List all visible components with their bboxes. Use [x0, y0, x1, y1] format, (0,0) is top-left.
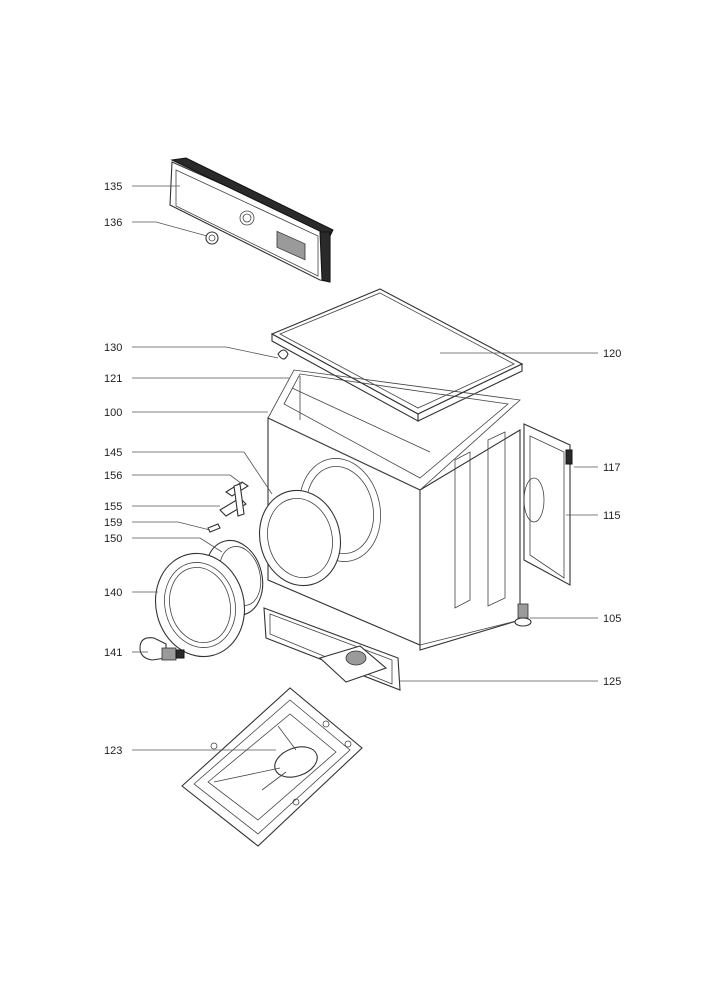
base-frame-part	[181, 687, 363, 847]
door-ring-part	[154, 552, 246, 658]
selector-knob-part	[205, 231, 219, 245]
label-117: 117	[603, 462, 621, 474]
top-clip-part	[277, 349, 289, 360]
label-120: 120	[603, 348, 621, 360]
label-145: 145	[104, 447, 122, 459]
label-159: 159	[104, 517, 122, 529]
kick-plate-part	[263, 607, 401, 691]
door-frame-part	[258, 489, 342, 587]
label-155: 155	[104, 501, 122, 513]
label-141: 141	[104, 647, 122, 659]
label-136: 136	[104, 217, 122, 229]
hinge-part	[219, 481, 250, 517]
label-100: 100	[104, 407, 122, 419]
label-135: 135	[104, 181, 122, 193]
label-156: 156	[104, 470, 122, 482]
control-panel-part	[169, 157, 334, 283]
label-121: 121	[104, 373, 122, 385]
foot-part	[514, 603, 532, 627]
label-115: 115	[603, 510, 621, 522]
top-cover-part	[270, 288, 524, 422]
label-125: 125	[603, 676, 621, 688]
label-150: 150	[104, 533, 122, 545]
screw-part	[207, 523, 221, 533]
label-123: 123	[104, 745, 122, 757]
rear-panel-part	[523, 423, 573, 586]
label-140: 140	[104, 587, 122, 599]
leader-lines	[132, 185, 598, 751]
door-handle-part	[139, 637, 185, 661]
cabinet-part	[267, 369, 521, 651]
label-130: 130	[104, 342, 122, 354]
label-105: 105	[603, 613, 621, 625]
